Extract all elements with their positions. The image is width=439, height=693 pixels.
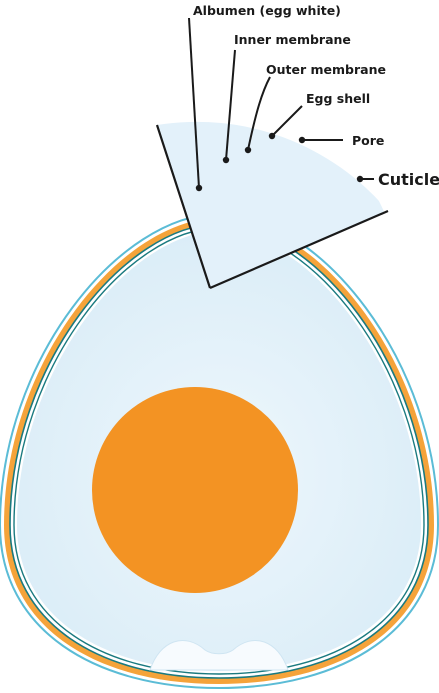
label-albumen: Albumen (egg white) xyxy=(193,3,341,18)
egg-cuticle-outline xyxy=(0,212,439,690)
shell-pore-divider xyxy=(381,134,388,151)
leader-dot-pore xyxy=(298,136,306,144)
shell-pore-divider xyxy=(361,121,379,129)
whole-egg xyxy=(0,212,439,690)
labels: Albumen (egg white) Inner membrane Outer… xyxy=(193,3,439,189)
shell-pore-divider xyxy=(199,45,200,67)
egg-yolk xyxy=(92,387,298,593)
egg-inner-membrane xyxy=(13,227,425,675)
label-outer-membrane: Outer membrane xyxy=(266,62,386,77)
label-pore: Pore xyxy=(352,133,384,148)
leader-albumen xyxy=(188,17,200,189)
leader-egg-shell xyxy=(271,105,303,137)
shell-pore-divider xyxy=(230,46,232,68)
leader-dot-outer-membrane xyxy=(244,146,252,154)
leader-dot-inner-membrane xyxy=(222,156,230,164)
air-cell xyxy=(149,640,289,671)
shell-pore-divider xyxy=(259,51,264,72)
leader-dot-albumen xyxy=(195,184,203,192)
leader-outer-membrane xyxy=(247,76,271,151)
leader-inner-membrane xyxy=(225,49,236,161)
label-cuticle: Cuticle xyxy=(378,170,439,189)
label-egg-shell: Egg shell xyxy=(306,91,370,106)
leader-dot-egg-shell xyxy=(268,132,276,140)
leader-dot-cuticle xyxy=(356,175,364,183)
label-inner-membrane: Inner membrane xyxy=(234,32,351,47)
shell-pore-divider xyxy=(166,49,170,71)
wedge-outline xyxy=(155,124,389,290)
leader-lines xyxy=(188,17,374,192)
